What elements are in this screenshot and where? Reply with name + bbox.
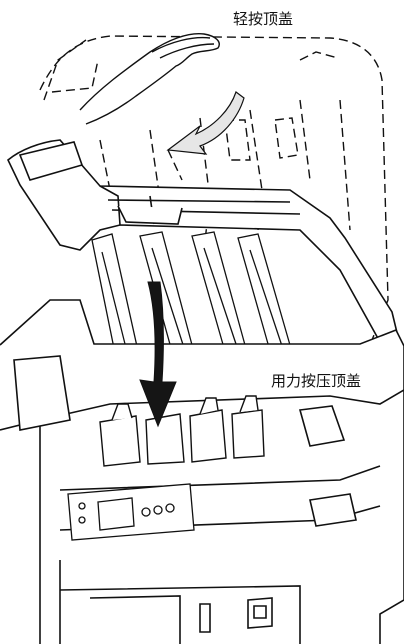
annotation-press-firmly: 用力按压顶盖 [271,372,362,390]
curved-arrow-down-icon [166,91,245,155]
printer-body [0,299,404,644]
top-cover [7,139,402,346]
toner-cartridges [99,395,265,467]
annotation-press-lightly: 轻按顶盖 [233,10,294,28]
arrow-down-icon [139,281,177,428]
operator-panel [67,483,195,541]
hand-icon [79,33,220,125]
